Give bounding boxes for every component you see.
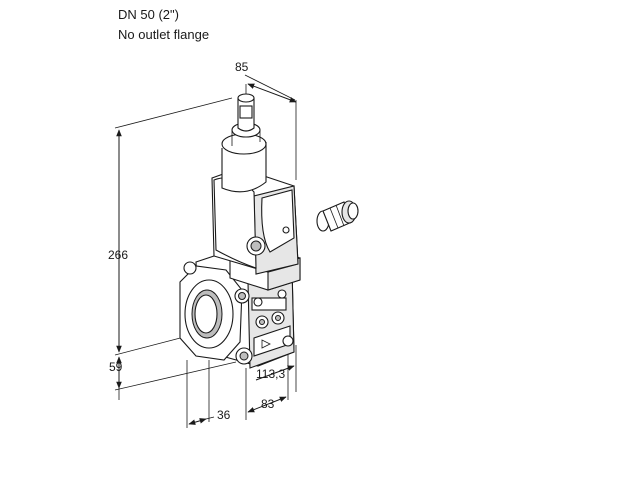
flange-note: No outlet flange bbox=[118, 27, 210, 42]
cable-gland-icon bbox=[316, 200, 359, 232]
dim-85: 85 bbox=[235, 60, 249, 74]
dim-36: 36 bbox=[217, 408, 231, 422]
valve-body bbox=[179, 84, 301, 369]
dimension-lines bbox=[114, 74, 297, 428]
dim-59: 59 bbox=[109, 360, 123, 374]
dim-113-3: 113,3 bbox=[256, 367, 285, 381]
dim-266: 266 bbox=[108, 248, 128, 262]
size-label: DN 50 (2") bbox=[118, 7, 179, 22]
dim-83: 83 bbox=[261, 397, 275, 411]
